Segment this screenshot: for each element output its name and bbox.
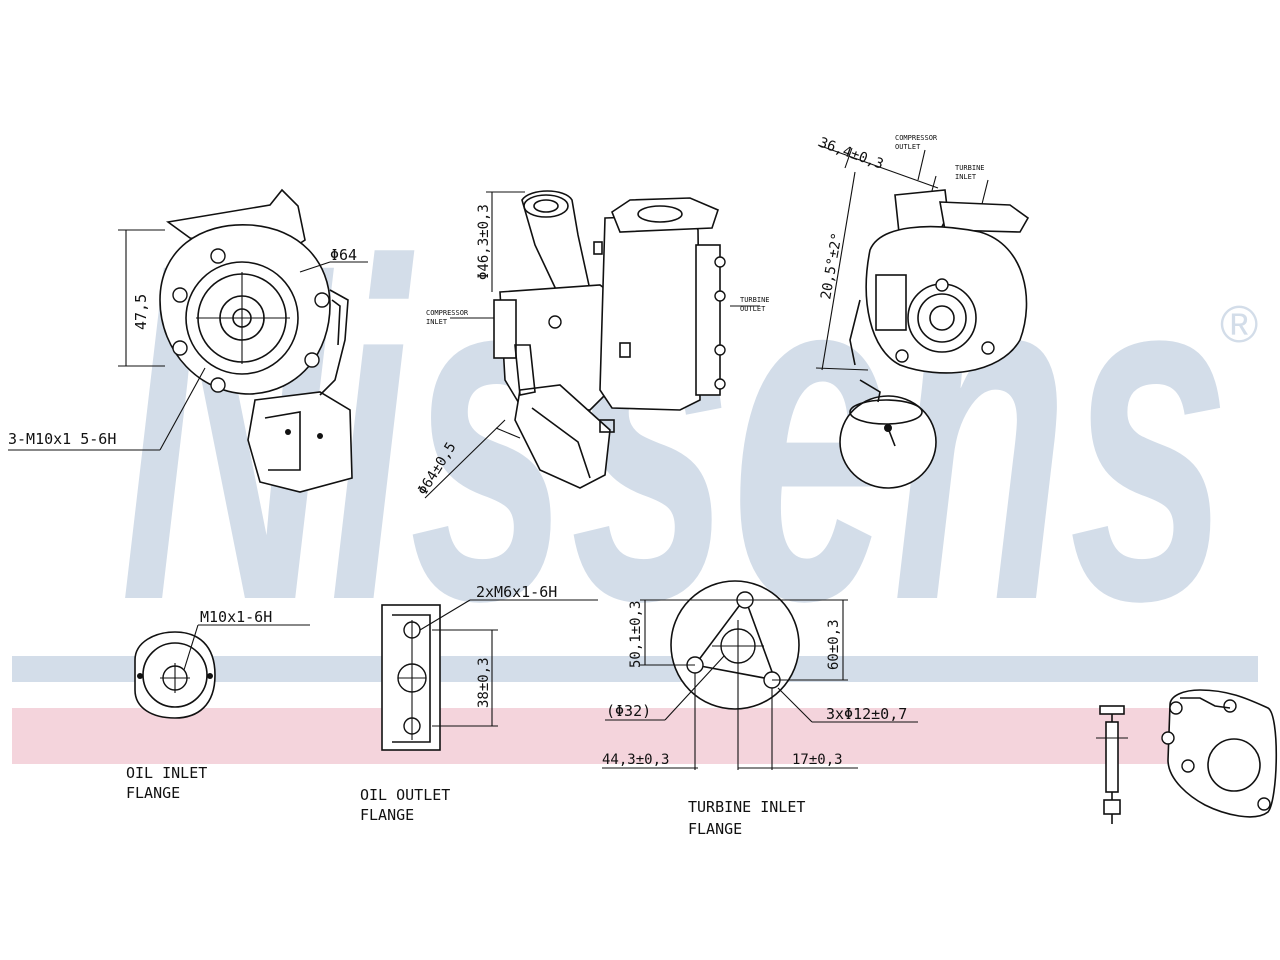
oil-outlet-thread-label: 2xM6x1-6H (476, 583, 557, 601)
watermark-band-pink (12, 708, 1258, 764)
dim-44-3-label: 44,3±0,3 (602, 752, 669, 768)
dim-38-label: 38±0,3 (476, 657, 492, 708)
turbine-inlet-top-label-1: TURBINE (955, 164, 985, 172)
oil-inlet-thread-label: M10x1-6H (200, 608, 272, 626)
turbine-outlet-label-1: TURBINE (740, 296, 770, 304)
turbine-gasket-accessory (1161, 689, 1278, 818)
dim-60-label: 60±0,3 (826, 619, 842, 670)
compressor-inlet-label-1: COMPRESSOR (426, 309, 469, 317)
stud-bolt-accessory (1096, 705, 1128, 824)
turbine-inlet-top-label-2: INLET (955, 173, 977, 181)
dim-47-5-label: 47,5 (132, 294, 150, 330)
registered-mark: ® (1220, 296, 1258, 354)
oil-inlet-title-2: FLANGE (126, 784, 180, 802)
oil-outlet-flange: 38±0,3 2xM6x1-6H OIL OUTLET FLANGE (360, 583, 598, 824)
oil-outlet-title-2: FLANGE (360, 806, 414, 824)
turbine-inlet-flange: 50,1±0,3 60±0,3 (Φ32) 3xΦ12±0,7 44,3±0,3… (602, 580, 918, 838)
turbine-inlet-title-2: FLANGE (688, 820, 742, 838)
oil-inlet-flange: M10x1-6H OIL INLET FLANGE (126, 608, 310, 802)
compressor-outlet-label-2: OUTLET (895, 143, 921, 151)
turbo-front-view: 47,5 Φ64 3-M10x1 5-6H (8, 188, 368, 493)
compressor-outlet-label-1: COMPRESSOR (895, 134, 938, 142)
dim-phi64-label: Φ64 (330, 246, 357, 264)
oil-outlet-title-1: OIL OUTLET (360, 786, 450, 804)
dim-17-label: 17±0,3 (792, 752, 843, 768)
dim-3x12-label: 3xΦ12±0,7 (826, 705, 907, 723)
turbine-inlet-title-1: TURBINE INLET (688, 798, 805, 816)
dim-phi46-label: Φ46,3±0,3 (476, 204, 492, 280)
oil-inlet-title-1: OIL INLET (126, 764, 207, 782)
turbine-outlet-label-2: OUTLET (740, 305, 766, 313)
thread-3m10-label: 3-M10x1 5-6H (8, 430, 116, 448)
dim-50-1-label: 50,1±0,3 (628, 601, 644, 668)
dim-phi32-label: (Φ32) (606, 702, 651, 720)
compressor-inlet-label-2: INLET (426, 318, 448, 326)
watermark-band-blue (12, 656, 1258, 682)
